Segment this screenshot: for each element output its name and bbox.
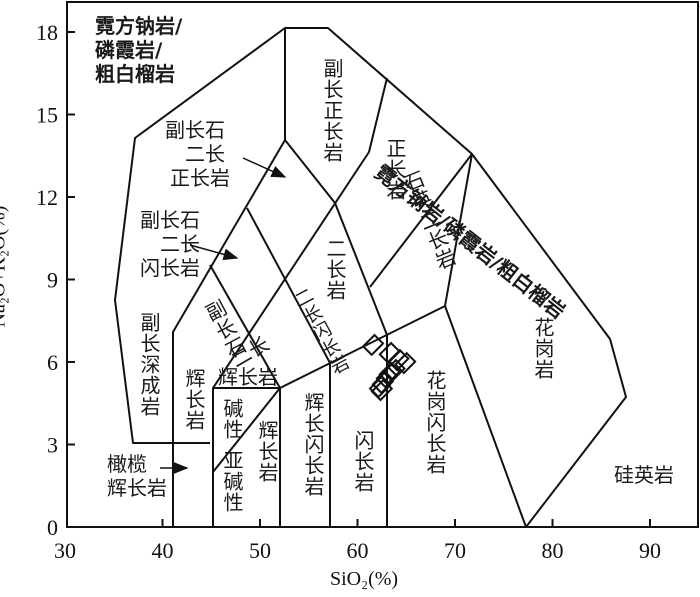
x-axis-title: SiO₂(%) [330, 568, 399, 590]
label-line: 二长 [185, 142, 225, 166]
region-label-foid-gabbro-b: 辉长岩 [182, 368, 206, 431]
data-point-diamond [361, 333, 385, 357]
boundary [369, 153, 473, 288]
region-label-foidolite-lower: 副长深成岩 [137, 312, 161, 417]
label-line: 副长石 [140, 208, 200, 232]
annotation-arrows [160, 157, 287, 474]
outer-left-boundary [114, 27, 286, 444]
region-label-monzogabbro-b: 辉长岩 [218, 365, 278, 389]
region-label-foid-syenite: 副长正长岩 [320, 58, 344, 163]
boundary [212, 77, 388, 527]
y-tick-label: 18 [36, 20, 58, 45]
region-label-gabbro: 辉长岩 [255, 420, 279, 483]
y-tick-label: 12 [36, 185, 58, 210]
label-line: 橄榄 [107, 452, 147, 476]
y-tick-label: 6 [47, 350, 58, 375]
x-tick-label: 30 [54, 538, 76, 563]
data-point-diamond [383, 358, 406, 382]
field-boundaries [114, 27, 627, 528]
y-tick-label: 3 [47, 433, 58, 458]
region-label-granodiorite: 花岗闪长岩 [423, 370, 447, 475]
boundary [212, 387, 281, 473]
region-label-syenite: 正长岩 [383, 138, 407, 201]
label-line: 闪长岩 [140, 256, 200, 280]
label-line: 副长石 [165, 118, 225, 142]
y-tick-label: 9 [47, 268, 58, 293]
region-label-monzonite: 二长岩 [323, 238, 347, 301]
y-tick-label: 0 [47, 515, 58, 540]
region-label-gabbroic-diorite: 辉长闪长岩 [301, 392, 325, 497]
data-point-diamond [370, 378, 394, 402]
region-label-subalkaline: 亚碱性 [220, 450, 244, 513]
region-label-foid-monzodiorite: 副长石 二长 闪长岩 [120, 208, 220, 280]
region-label-olivine-gabbro: 橄榄 辉长岩 [96, 452, 178, 500]
data-point-diamond [393, 351, 417, 375]
region-label-foid-monzosyenite: 副长石 二长 正长岩 [140, 118, 250, 190]
arrow [189, 244, 239, 261]
label-line: 霓方钠岩/ [95, 14, 183, 38]
x-tick-label: 70 [444, 538, 466, 563]
y-axis-title: Na₂O+K₂O(%) [0, 205, 10, 328]
x-tick-label: 40 [152, 538, 174, 563]
region-label-quartzolite: 硅英岩 [614, 463, 674, 487]
plot-frame [66, 1, 699, 528]
region-label-diorite: 闪长岩 [351, 430, 375, 493]
boundary [444, 153, 473, 307]
x-tick-label: 60 [347, 538, 369, 563]
label-part: 亚 [220, 450, 244, 471]
label-part: 碱性 [220, 471, 244, 513]
x-tick-label: 90 [639, 538, 661, 563]
label-line: 粗白榴岩 [95, 62, 175, 86]
region-label-foidolite: 霓方钠岩/ 磷霞岩/ 粗白榴岩 [95, 14, 182, 86]
x-tick-label: 80 [542, 538, 564, 563]
region-label-granite: 花岗岩 [531, 317, 555, 380]
axis-ticks: 30 40 50 60 70 80 90 0 3 6 9 12 15 18 [36, 20, 661, 563]
label-line: 正长岩 [170, 166, 230, 190]
label-line: 辉长岩 [107, 476, 167, 500]
label-line: 磷霞岩/ [95, 38, 163, 62]
boundary [284, 139, 388, 527]
outer-boundary [172, 27, 627, 528]
data-points [361, 333, 417, 402]
label-line: 二长 [160, 232, 200, 256]
arrow [242, 157, 287, 178]
data-point-diamond [378, 361, 401, 385]
x-tick-label: 50 [249, 538, 271, 563]
y-tick-label: 15 [36, 103, 58, 128]
region-label-alkaline: 碱性 [220, 398, 244, 440]
